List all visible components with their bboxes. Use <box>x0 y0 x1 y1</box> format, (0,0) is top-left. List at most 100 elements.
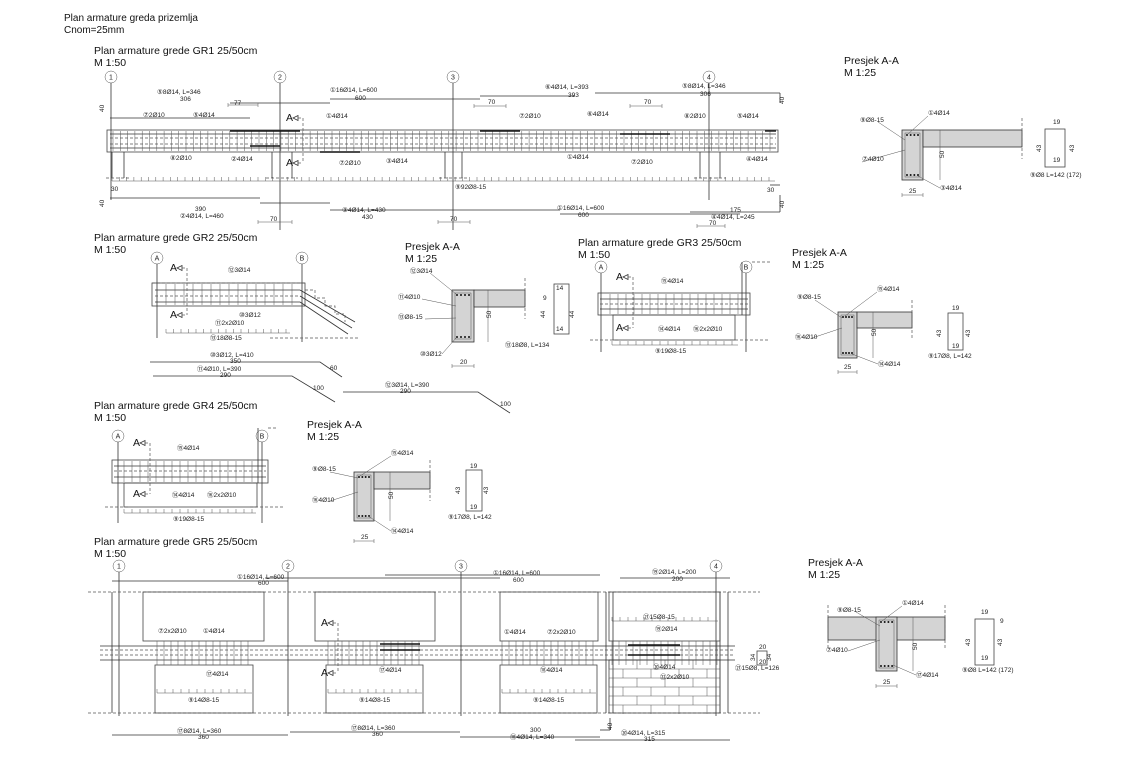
axis-label: 3 <box>459 564 463 571</box>
stirrup-shape <box>947 312 964 351</box>
rebar-label: ⑨17Ø8, L=142 <box>448 513 492 521</box>
rebar-label: ⑰8Ø14, L=360 <box>177 727 222 735</box>
rebar-label: ⑮4Ø14 <box>391 449 414 457</box>
drawing-title: A <box>286 112 293 124</box>
rebar-label: ④4Ø14, L=245 <box>711 213 755 221</box>
drawing-title: M 1:25 <box>405 253 437 265</box>
rebar-label: 40 <box>779 200 786 208</box>
rebar-label: 19 <box>952 343 960 350</box>
rebar-dot <box>464 336 466 338</box>
stair-bars <box>299 289 356 335</box>
drawing-title: Plan armature grede GR1 25/50cm <box>94 45 258 57</box>
rebar-dot <box>906 174 908 176</box>
axis-label: 4 <box>714 564 718 571</box>
rebar-label: ⑯4Ø10 <box>795 333 818 341</box>
rebar-label: 290 <box>220 372 231 379</box>
stirrup-in-section <box>878 619 895 669</box>
rebar-label: ②4Ø14, L=460 <box>180 212 224 220</box>
rebar-label: ⑫3Ø14, L=390 <box>385 381 430 389</box>
rebar-label: Cnom=25mm <box>64 25 124 36</box>
drawing-title: Plan armature grede GR3 25/50cm <box>578 237 742 249</box>
stirrup-shape <box>1044 128 1066 168</box>
stirrup-in-section <box>840 314 855 356</box>
axis-label: 3 <box>451 75 455 82</box>
rebar-label: 43 <box>483 486 490 494</box>
stirrup-shape <box>756 650 768 666</box>
rebar-label: ⑯4Ø10 <box>312 496 335 504</box>
drawing-title: A <box>616 271 623 283</box>
beam-section <box>451 289 475 343</box>
rebar-label: 43 <box>1036 144 1043 152</box>
axis-label: 4 <box>707 75 711 82</box>
rebar-label: ⑬Ø8-15 <box>398 313 423 321</box>
rebar-label: 25 <box>844 364 852 371</box>
axis-label: B <box>300 256 305 263</box>
rebar-label: 390 <box>195 206 206 213</box>
slab-section <box>373 471 431 490</box>
section-arrow-icon <box>176 264 183 272</box>
rebar-label: ⑤8Ø14, L=346 <box>682 82 726 90</box>
rebar-label: 70 <box>488 99 496 106</box>
drawing-title: Plan armature grede GR2 25/50cm <box>94 232 258 244</box>
section-arrow-icon <box>292 159 299 167</box>
rebar-label: 600 <box>578 212 589 219</box>
stair-outline <box>305 289 346 322</box>
rebar-label: 50 <box>486 310 493 318</box>
rebar-line <box>441 337 457 355</box>
rebar-label: ⑨14Ø8-15 <box>359 696 391 704</box>
drawing-title: A <box>321 667 328 679</box>
outline <box>314 591 436 642</box>
rebar-label: 393 <box>568 92 579 99</box>
drawing-title: M 1:50 <box>578 249 610 261</box>
rebar-label: 43 <box>936 329 943 337</box>
rebar-label: ⑤4Ø14 <box>737 112 759 120</box>
section-arrow-icon <box>139 439 146 447</box>
rebar-label: 19 <box>470 504 478 511</box>
rebar-label: ⑦2Ø10 <box>339 159 361 167</box>
outline <box>499 591 599 642</box>
outline <box>499 664 598 714</box>
rebar-dot <box>468 336 470 338</box>
rebar-label: 20 <box>460 359 468 366</box>
rebar-label: ⑫3Ø14 <box>410 267 433 275</box>
drawing-title: A <box>286 157 293 169</box>
rebar-label: Plan armature greda prizemlja <box>64 13 198 24</box>
rebar-label: ⑭4Ø14 <box>658 325 681 333</box>
rebar-label: ①4Ø14 <box>203 627 225 635</box>
rebar-line <box>892 664 917 676</box>
rebar-label: ⑦2x2Ø10 <box>158 627 187 635</box>
rebar-label: ⑭4Ø14 <box>172 491 195 499</box>
rebar-line <box>367 515 392 532</box>
rebar-label: 200 <box>672 576 683 583</box>
rebar-dot <box>883 665 886 667</box>
rebar-line <box>861 149 906 163</box>
rebar-label: ⑬18Ø8-15 <box>210 334 242 342</box>
rebar-dot <box>917 174 919 176</box>
rebar-label: ⑱4Ø14 <box>540 666 563 674</box>
beam-section <box>837 311 858 359</box>
rebar-label: 34 <box>766 653 773 661</box>
rebar-line <box>851 353 879 365</box>
rebar-label: ⑧2Ø10 <box>170 154 192 162</box>
rebar-label: 30 <box>111 186 119 193</box>
rebar-label: 290 <box>400 388 411 395</box>
rebar-label: ⑰4Ø14 <box>379 666 402 674</box>
rebar-dot <box>460 294 462 296</box>
axis-label: A <box>116 434 121 441</box>
rebar-dot <box>460 336 462 338</box>
rebar-line <box>917 175 941 189</box>
rebar-label: 70 <box>450 216 458 223</box>
rebar-dot <box>848 352 850 354</box>
rebar-label: 44 <box>569 310 576 318</box>
rebar-dot <box>361 476 364 478</box>
rebar-label: ⑨19Ø8-15 <box>655 347 687 355</box>
drawing-title: Presjek A-A <box>405 241 460 253</box>
stirrup-in-section <box>356 474 372 519</box>
rebar-label: 43 <box>965 329 972 337</box>
rebar-label: 19 <box>952 305 960 312</box>
rebar-label: ①16Ø14, L=600 <box>237 573 285 581</box>
rebar-label: 20 <box>759 659 767 666</box>
slab-section <box>856 311 913 329</box>
outline-path <box>153 375 336 403</box>
rebar-label: 19 <box>1053 157 1061 164</box>
